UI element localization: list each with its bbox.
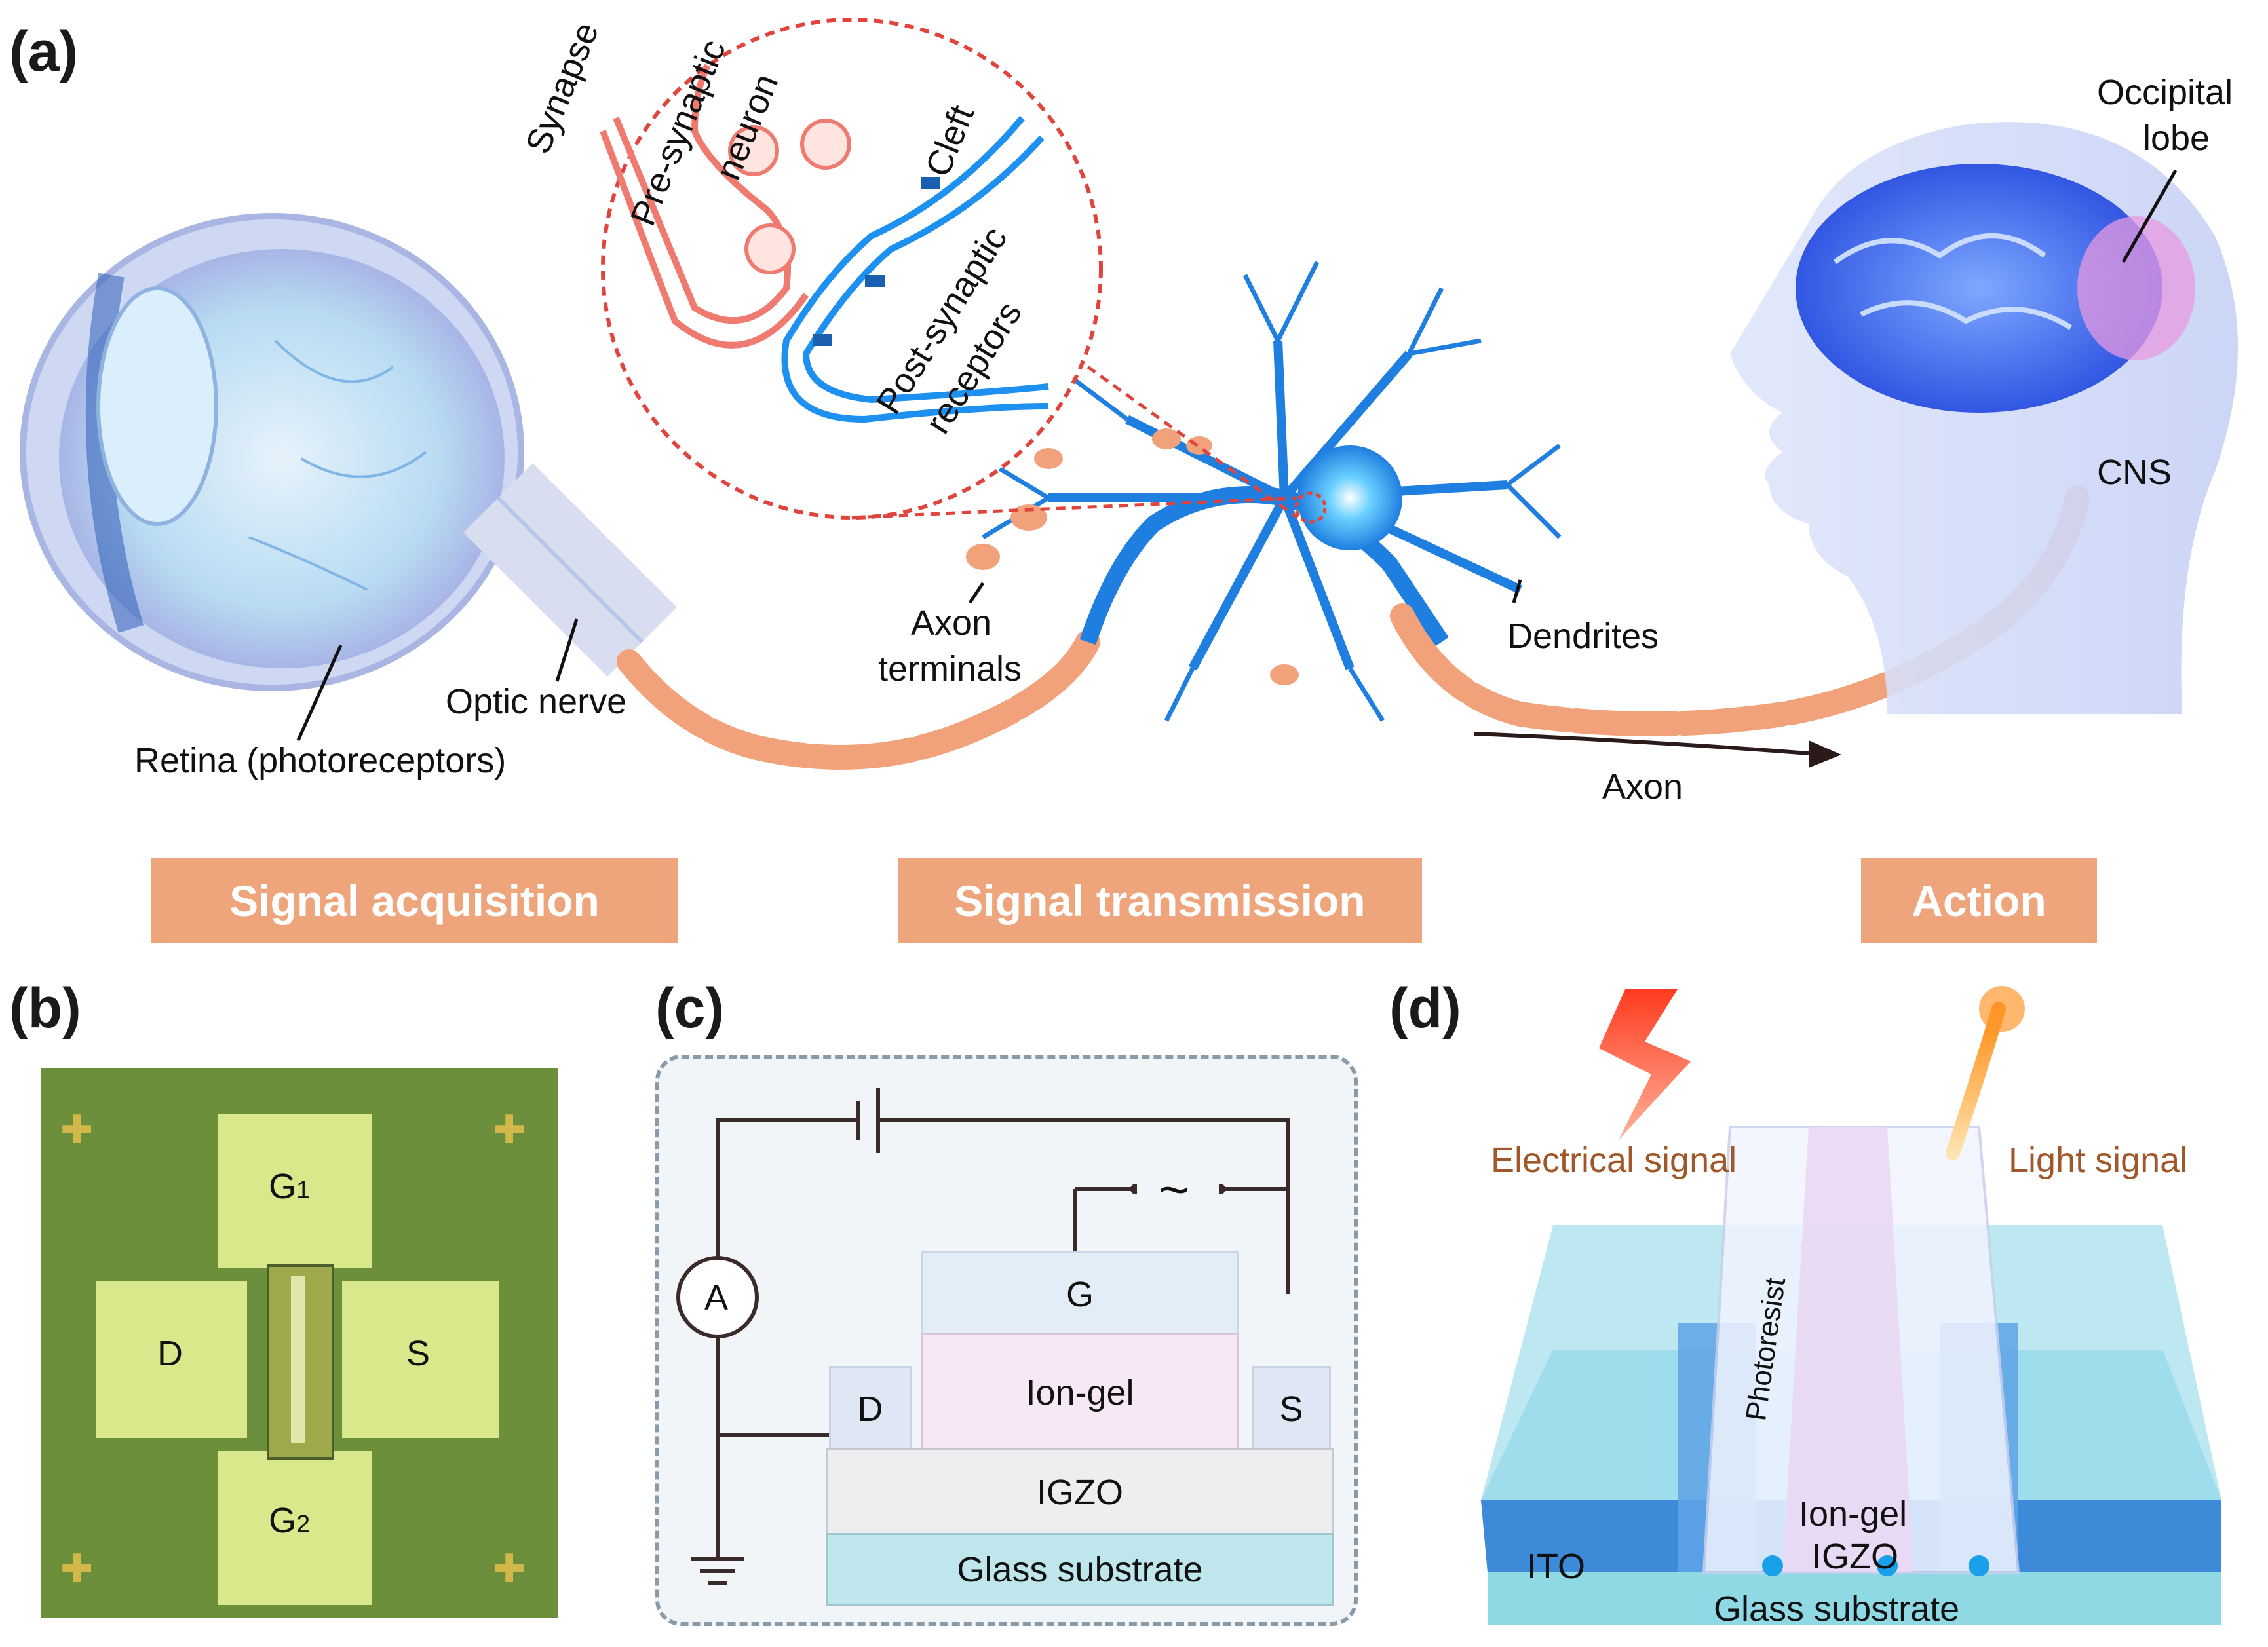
igzo-label-d: IGZO	[1812, 1537, 1898, 1576]
axon-terminals-label-2: terminals	[878, 649, 1022, 689]
panel-c-letter: (c)	[655, 977, 725, 1040]
glass-substrate-block	[1488, 1572, 2221, 1625]
axon-left	[617, 630, 1100, 770]
electrode-d: D	[829, 1366, 912, 1452]
dendrites-leader	[1512, 579, 1522, 603]
ac-source-icon: ~	[1159, 1160, 1189, 1219]
lobe-label: lobe	[2143, 119, 2210, 158]
synapse-zoom-illustration	[600, 18, 1299, 520]
alignment-mark-bl: ✚	[60, 1547, 94, 1591]
electrical-signal-label: Electrical signal	[1491, 1141, 1737, 1180]
optic-nerve-leader	[555, 618, 579, 682]
layer-glass-substrate: Glass substrate	[826, 1533, 1334, 1606]
pad-g2-label: G2	[269, 1501, 311, 1540]
panel-b-letter: (b)	[9, 977, 81, 1040]
pad-g2	[218, 1451, 372, 1605]
pad-g1-label: G1	[269, 1167, 311, 1206]
glass-substrate-label-d: Glass substrate	[1714, 1589, 1960, 1629]
cns-label: CNS	[2097, 453, 2172, 492]
alignment-mark-br: ✚	[493, 1547, 526, 1591]
retina-leader	[296, 644, 343, 742]
pad-s	[342, 1281, 499, 1438]
channel-strip	[291, 1276, 305, 1443]
ito-label: ITO	[1527, 1547, 1586, 1586]
eye-illustration	[20, 213, 678, 691]
layer-igzo: IGZO	[826, 1448, 1334, 1537]
alignment-mark-tl: ✚	[60, 1108, 94, 1152]
panel-a-letter: (a)	[9, 20, 79, 83]
axon-label: Axon	[1602, 767, 1683, 806]
ammeter-circle	[676, 1256, 759, 1338]
pad-d-label: D	[157, 1334, 183, 1373]
axon-terminals-label-1: Axon	[911, 603, 992, 643]
light-signal-label: Light signal	[2009, 1141, 2188, 1180]
head-brain-illustration	[1730, 122, 2238, 714]
stage-signal-transmission: Signal transmission	[898, 858, 1422, 943]
stage-signal-acquisition: Signal acquisition	[151, 858, 678, 943]
electrode-s: S	[1252, 1366, 1331, 1452]
stage-action: Action	[1861, 858, 2097, 943]
dendrites-label: Dendrites	[1507, 616, 1659, 656]
device-micrograph: ✚ ✚ ✚ ✚	[41, 1068, 558, 1618]
retina-label: Retina (photoreceptors)	[134, 741, 507, 780]
ion-gel-label: Ion-gel	[1799, 1494, 1908, 1534]
occipital-label: Occipital	[2097, 73, 2233, 112]
pad-s-label: S	[406, 1334, 431, 1373]
axon-arrow	[1474, 732, 1841, 768]
axon-terminals-leader	[968, 582, 985, 604]
ammeter-label: A	[704, 1278, 729, 1317]
layer-gate: G	[921, 1251, 1239, 1337]
panel-d-letter: (d)	[1389, 977, 1461, 1040]
optic-nerve-label: Optic nerve	[446, 682, 627, 721]
alignment-mark-tr: ✚	[493, 1108, 526, 1152]
pad-d	[96, 1281, 247, 1438]
pad-g1	[218, 1114, 372, 1268]
